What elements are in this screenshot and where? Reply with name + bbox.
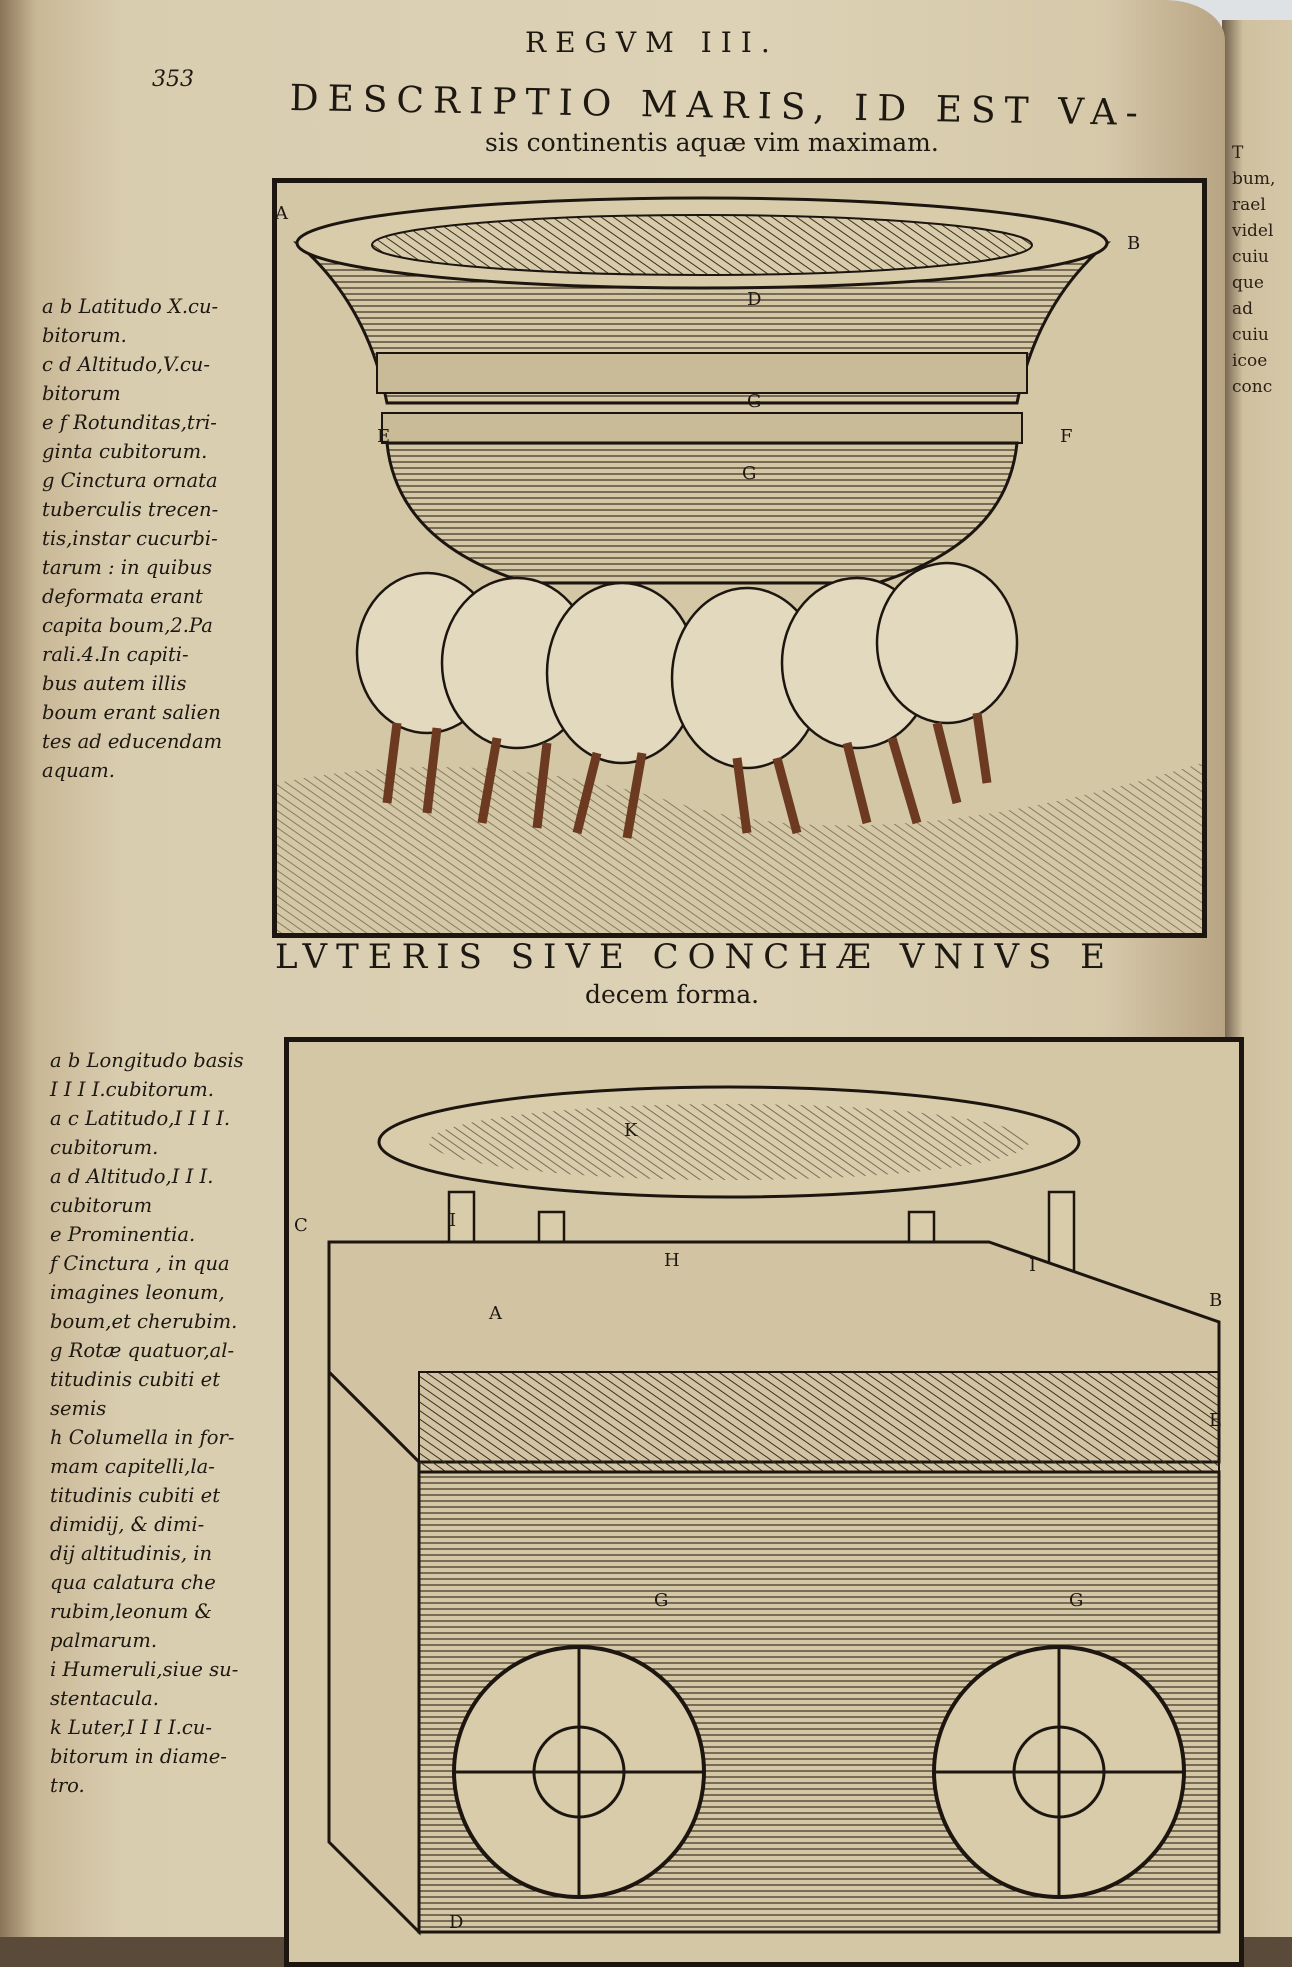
note-line: semis	[50, 1397, 107, 1420]
page-subtitle: sis continentis aquæ vim maximam.	[485, 128, 939, 157]
figure-label-a: A	[489, 1303, 502, 1324]
figure-label-g2: G	[1069, 1590, 1084, 1611]
note-line: cuiu	[1232, 247, 1269, 267]
note-line: a b Latitudo X.cu-	[42, 295, 219, 318]
page-number: 353	[152, 67, 194, 92]
laver-woodcut	[327, 1085, 1221, 1936]
figure-laver: K C I H I A B E G G D	[284, 1037, 1244, 1967]
running-head: REGVM III.	[525, 26, 779, 59]
note-line: stentacula.	[50, 1687, 159, 1710]
note-line: aquam.	[42, 759, 115, 782]
note-line: imagines leonum,	[50, 1281, 225, 1304]
note-line: rubim,leonum &	[50, 1600, 212, 1623]
note-line: que	[1232, 273, 1264, 293]
figure-label-g: G	[747, 391, 762, 412]
note-line: boum,et cherubim.	[50, 1310, 238, 1333]
note-line: titudinis cubiti et	[50, 1368, 221, 1391]
note-line: bitorum in diame-	[50, 1745, 227, 1768]
note-line: ginta cubitorum.	[42, 440, 208, 463]
figure-label-c: C	[294, 1215, 308, 1236]
note-line: T	[1232, 143, 1244, 163]
figure-label-f: F	[1060, 426, 1073, 447]
note-line: tis,instar cucurbi-	[42, 527, 218, 550]
note-line: I I I I.cubitorum.	[50, 1078, 214, 1101]
figure-label-b: B	[1209, 1290, 1223, 1311]
note-line: bitorum	[42, 382, 121, 405]
note-line: ad	[1232, 299, 1254, 319]
note-line: cuiu	[1232, 325, 1269, 345]
note-line: icoe	[1232, 351, 1268, 371]
note-line: a d Altitudo,I I I.	[50, 1165, 214, 1188]
note-line: tarum : in quibus	[42, 556, 213, 579]
figure-label-h: H	[664, 1250, 680, 1271]
note-line: e Prominentia.	[50, 1223, 196, 1246]
figure-molten-sea: A B D G E F G	[272, 178, 1207, 938]
figure-label-b: B	[1127, 233, 1141, 254]
note-line: bitorum.	[42, 324, 127, 347]
note-line: capita boum,2.Pa	[42, 614, 213, 637]
figure-label-k: K	[624, 1120, 638, 1141]
note-line: g Cinctura ornata	[42, 469, 218, 492]
figure-label-d: D	[449, 1912, 464, 1933]
note-line: cubitorum.	[50, 1136, 159, 1159]
figure-label-i2: I	[1029, 1255, 1037, 1276]
note-line: f Cinctura , in qua	[50, 1252, 230, 1275]
note-line: dimidij, & dimi-	[50, 1513, 205, 1536]
note-line: i Humeruli,siue su-	[50, 1658, 239, 1681]
note-line: g Rotæ quatuor,al-	[50, 1339, 235, 1362]
note-line: boum erant salien	[42, 701, 221, 724]
note-line: a b Longitudo basis	[50, 1049, 244, 1072]
note-line: dij altitudinis, in	[50, 1542, 213, 1565]
note-line: tes ad educendam	[42, 730, 223, 753]
figure-caption-line2: decem forma.	[585, 980, 760, 1009]
note-line: k Luter,I I I I.cu-	[50, 1716, 212, 1739]
figure-label-e: E	[377, 426, 391, 447]
note-line: tro.	[50, 1774, 85, 1797]
note-line: qua calatura che	[50, 1571, 216, 1594]
figure-label-a: A	[275, 203, 288, 224]
note-line: mam capitelli,la-	[50, 1455, 215, 1478]
note-line: tuberculis trecen-	[42, 498, 219, 521]
note-line: titudinis cubiti et	[50, 1484, 221, 1507]
figure2-notes: a b Longitudo basis I I I I.cubitorum. a c…	[50, 1046, 244, 1800]
figure-label-i: I	[449, 1210, 457, 1231]
figure-label-g: G	[654, 1590, 669, 1611]
note-line: conc	[1232, 377, 1273, 397]
note-line: bus autem illis	[42, 672, 187, 695]
note-line: videl	[1232, 221, 1274, 241]
figure1-notes: a b Latitudo X.cu-bitorum. c d Altitudo,V…	[42, 292, 222, 785]
note-line: palmarum.	[50, 1629, 158, 1652]
note-line: rael	[1232, 195, 1266, 215]
note-line: deformata erant	[42, 585, 203, 608]
note-line: cubitorum	[50, 1194, 153, 1217]
figure-label-g2: G	[742, 463, 757, 484]
note-line: c d Altitudo,V.cu-	[42, 353, 210, 376]
figure-label-d: D	[747, 289, 762, 310]
note-line: h Columella in for-	[50, 1426, 235, 1449]
molten-sea-woodcut	[277, 196, 1202, 933]
figure-caption: LVTERIS SIVE CONCHÆ VNIVS E	[275, 937, 1114, 977]
note-line: rali.4.In capiti-	[42, 643, 189, 666]
note-line: bum,	[1232, 169, 1276, 189]
note-line: e f Rotunditas,tri-	[42, 411, 217, 434]
note-line: a c Latitudo,I I I I.	[50, 1107, 231, 1130]
figure-label-e: E	[1209, 1410, 1223, 1431]
